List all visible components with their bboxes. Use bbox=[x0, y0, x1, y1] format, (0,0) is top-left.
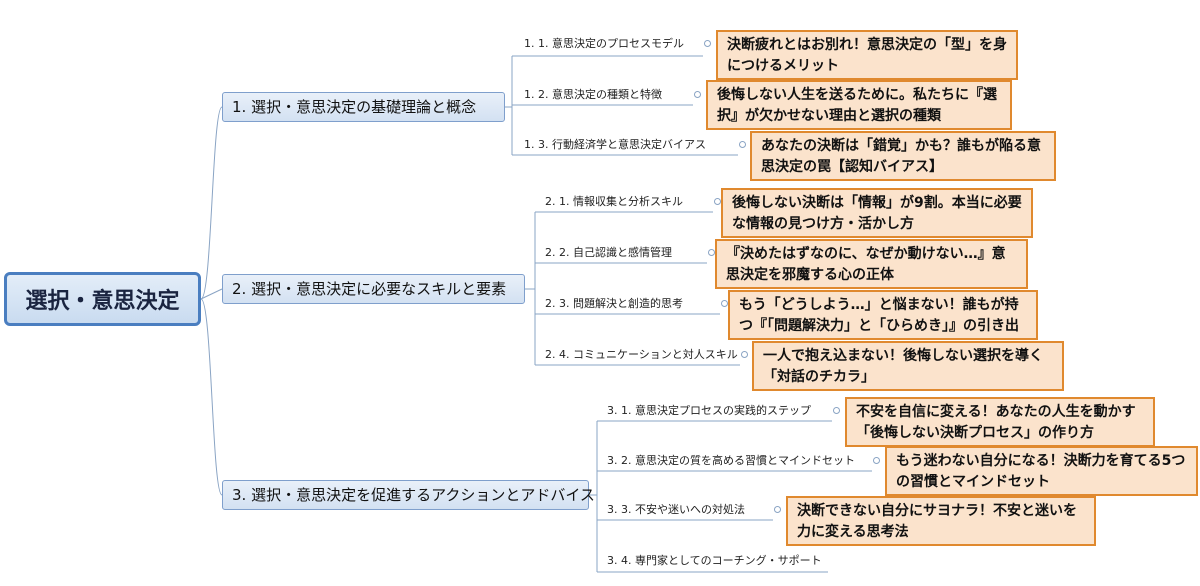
subtopic-3-1[interactable]: 3. 1. 意思決定プロセスの実践的ステップ bbox=[607, 404, 811, 417]
note-2-4[interactable]: 一人で抱え込まない！後悔しない選択を導く「対話のチカラ」 bbox=[752, 341, 1064, 391]
topic-category-2[interactable]: 2. 選択・意思決定に必要なスキルと要素 bbox=[222, 274, 525, 304]
subtopic-2-1[interactable]: 2. 1. 情報収集と分析スキル bbox=[545, 195, 683, 208]
connector-branch-3 bbox=[589, 421, 598, 572]
collapse-knob-icon[interactable] bbox=[741, 351, 748, 358]
connector-subs-1 bbox=[512, 55, 738, 156]
root-topic[interactable]: 選択・意思決定 bbox=[4, 272, 201, 326]
note-2-1[interactable]: 後悔しない決断は「情報」が9割。本当に必要な情報の見つけ方・活かし方 bbox=[721, 188, 1033, 238]
connector-subs-2 bbox=[535, 211, 740, 366]
subtopic-3-2[interactable]: 3. 2. 意思決定の質を高める習慣とマインドセット bbox=[607, 454, 855, 467]
note-1-2[interactable]: 後悔しない人生を送るために。私たちに『選択』が欠かせない理由と選択の種類 bbox=[706, 80, 1012, 130]
connector-branch-2 bbox=[525, 212, 536, 365]
subtopic-1-1[interactable]: 1. 1. 意思決定のプロセスモデル bbox=[524, 37, 684, 50]
collapse-knob-icon[interactable] bbox=[704, 40, 711, 47]
subtopic-2-4[interactable]: 2. 4. コミュニケーションと対人スキル bbox=[545, 348, 738, 361]
collapse-knob-icon[interactable] bbox=[714, 198, 721, 205]
collapse-knob-icon[interactable] bbox=[694, 91, 701, 98]
collapse-knob-icon[interactable] bbox=[721, 300, 728, 307]
connector-subs-3 bbox=[597, 420, 872, 573]
note-1-3[interactable]: あなたの決断は「錯覚」かも？誰もが陥る意思決定の罠【認知バイアス】 bbox=[750, 131, 1056, 181]
note-1-1[interactable]: 決断疲れとはお別れ！意思決定の「型」を身につけるメリット bbox=[716, 30, 1018, 80]
subtopic-1-3[interactable]: 1. 3. 行動経済学と意思決定バイアス bbox=[524, 138, 706, 151]
collapse-knob-icon[interactable] bbox=[708, 249, 715, 256]
connector-cat-2 bbox=[200, 288, 223, 300]
connector-branch-1 bbox=[505, 56, 513, 155]
collapse-knob-icon[interactable] bbox=[739, 141, 746, 148]
connector-cat-1 bbox=[200, 106, 223, 300]
topic-category-3[interactable]: 3. 選択・意思決定を促進するアクションとアドバイス bbox=[222, 480, 595, 510]
subtopic-3-4[interactable]: 3. 4. 専門家としてのコーチング・サポート bbox=[607, 554, 822, 567]
subtopic-2-3[interactable]: 2. 3. 問題解決と創造的思考 bbox=[545, 297, 683, 310]
connector-cat-3 bbox=[200, 298, 223, 496]
topic-category-1[interactable]: 1. 選択・意思決定の基礎理論と概念 bbox=[222, 92, 505, 122]
subtopic-2-2[interactable]: 2. 2. 自己認識と感情管理 bbox=[545, 246, 672, 259]
collapse-knob-icon[interactable] bbox=[873, 457, 880, 464]
collapse-knob-icon[interactable] bbox=[774, 506, 781, 513]
note-2-2[interactable]: 『決めたはずなのに、なぜか動けない…』意思決定を邪魔する心の正体 bbox=[715, 239, 1028, 289]
collapse-knob-icon[interactable] bbox=[833, 407, 840, 414]
subtopic-1-2[interactable]: 1. 2. 意思決定の種類と特徴 bbox=[524, 88, 662, 101]
note-2-3[interactable]: もう「どうしよう…」と悩まない！誰もが持つ『「問題解決力」と「ひらめき」』の引き… bbox=[728, 290, 1038, 340]
note-3-3[interactable]: 決断できない自分にサヨナラ！不安と迷いを力に変える思考法 bbox=[786, 496, 1096, 546]
note-3-1[interactable]: 不安を自信に変える！あなたの人生を動かす「後悔しない決断プロセス」の作り方 bbox=[845, 397, 1155, 447]
subtopic-3-3[interactable]: 3. 3. 不安や迷いへの対処法 bbox=[607, 503, 745, 516]
note-3-2[interactable]: もう迷わない自分になる！決断力を育てる5つの習慣とマインドセット bbox=[885, 446, 1198, 496]
